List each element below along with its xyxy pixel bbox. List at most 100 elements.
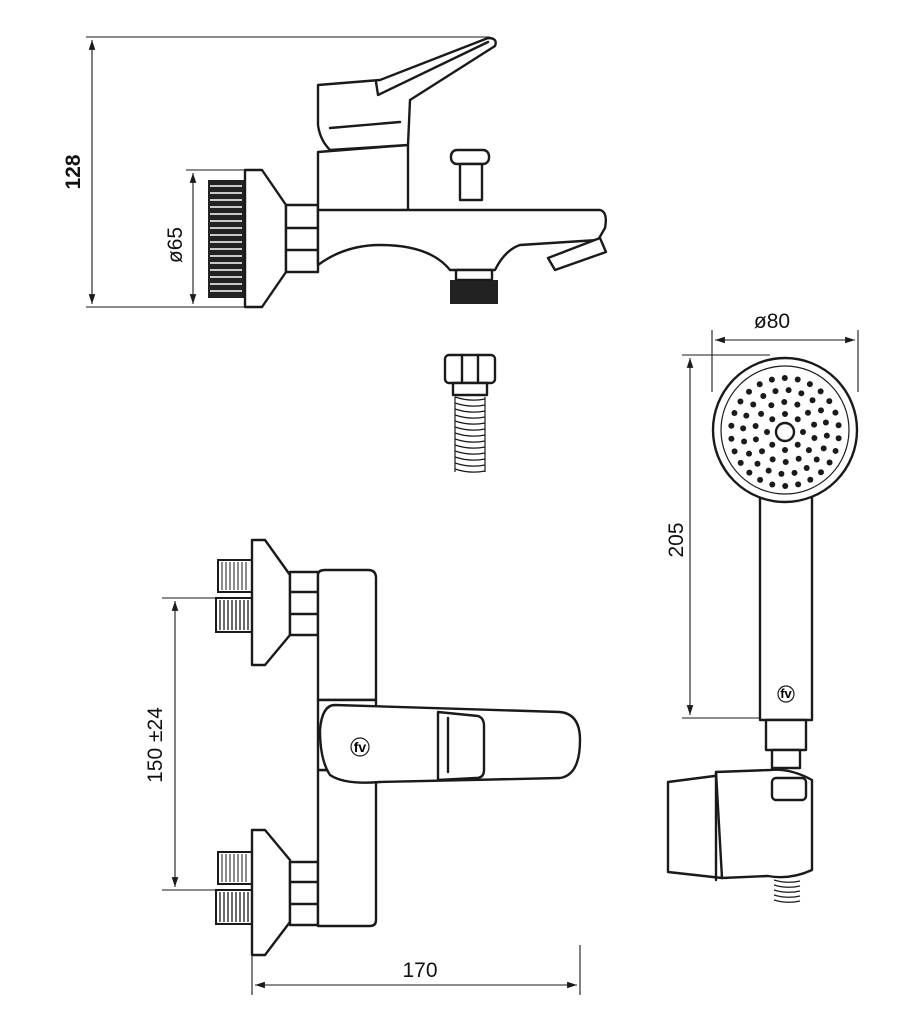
nozzle xyxy=(813,456,820,463)
lever-handle xyxy=(316,36,497,152)
eccentric-inner xyxy=(215,889,253,925)
lever-grip xyxy=(436,710,486,782)
nozzle xyxy=(754,460,761,467)
nozzle xyxy=(782,447,788,453)
nozzle xyxy=(805,447,812,454)
front-view-faucet: 150 ±24 170 fv xyxy=(144,538,582,995)
nozzle xyxy=(817,388,824,395)
hose-coil xyxy=(454,438,486,443)
nozzle xyxy=(826,398,833,405)
nozzle xyxy=(823,432,830,439)
nozzle xyxy=(826,459,833,466)
nozzle xyxy=(811,421,818,428)
eccentric-outer xyxy=(217,851,253,885)
height-label: 128 xyxy=(62,154,85,189)
nozzle xyxy=(768,402,775,409)
nozzle xyxy=(782,411,788,417)
hose-coil xyxy=(454,402,486,407)
nozzle xyxy=(791,469,798,476)
hose-coil xyxy=(454,426,486,431)
nozzle xyxy=(781,399,788,406)
nozzle xyxy=(781,375,788,382)
flange-upper xyxy=(250,538,292,667)
nut-upper xyxy=(288,570,320,637)
nozzle xyxy=(817,469,824,476)
diverter-knob xyxy=(449,148,491,166)
nozzle xyxy=(817,407,824,414)
inlet-spacing-label: 150 ±24 xyxy=(144,707,167,783)
hose-coil xyxy=(454,408,486,413)
side-view-faucet: 128 ø65 xyxy=(62,36,608,309)
nozzle xyxy=(832,409,839,416)
nozzle xyxy=(811,434,818,441)
nozzle xyxy=(782,482,789,489)
nozzle xyxy=(800,429,806,435)
hex-nut xyxy=(284,203,320,274)
hose-coil xyxy=(454,414,486,419)
nozzle xyxy=(764,429,770,435)
flange-diameter-label: ø65 xyxy=(164,227,187,263)
nozzle xyxy=(768,376,775,383)
nozzle xyxy=(756,381,763,388)
shower-diameter-label: ø80 xyxy=(754,310,790,333)
hose-coil xyxy=(454,396,486,401)
nozzle xyxy=(750,401,757,408)
nozzle xyxy=(731,410,738,417)
nozzle xyxy=(778,470,785,477)
nozzle xyxy=(785,387,792,394)
hose-coil xyxy=(773,899,801,903)
wall-holder xyxy=(666,773,724,880)
diverter-stem xyxy=(458,162,484,202)
hose-coil xyxy=(454,420,486,425)
width-label: 170 xyxy=(402,959,437,982)
nozzle xyxy=(794,441,801,448)
outlet-thread xyxy=(450,280,498,304)
wall-flange xyxy=(243,168,288,309)
hose-coil xyxy=(773,889,801,893)
nozzle xyxy=(809,397,816,404)
nozzle xyxy=(832,447,839,454)
nozzle xyxy=(758,410,765,417)
nozzle xyxy=(806,381,813,388)
nozzle xyxy=(728,435,735,442)
mixer-body xyxy=(316,143,410,214)
hose-nut xyxy=(443,353,497,385)
nozzle xyxy=(794,416,801,423)
nozzle xyxy=(795,481,802,488)
hose-coil xyxy=(454,450,486,455)
nozzle xyxy=(740,425,747,432)
eccentric-inner xyxy=(215,597,253,633)
nozzle xyxy=(737,459,744,466)
hose-coil xyxy=(454,456,486,461)
nozzle xyxy=(804,409,811,416)
hose-coil xyxy=(454,468,486,473)
nozzle xyxy=(807,476,814,483)
nozzle xyxy=(769,481,776,488)
nozzle xyxy=(737,398,744,405)
hose-coil xyxy=(773,894,801,898)
nozzle xyxy=(746,469,753,476)
nozzle xyxy=(782,458,789,465)
shower-connector xyxy=(764,718,808,752)
nozzle xyxy=(794,401,801,408)
nozzle xyxy=(794,376,801,383)
wall-thread xyxy=(208,180,244,298)
nozzle xyxy=(757,476,764,483)
nozzle xyxy=(759,448,766,455)
flange-lower xyxy=(250,828,292,957)
lever-logo: fv xyxy=(354,739,367,755)
nozzle xyxy=(746,388,753,395)
nozzle xyxy=(835,422,842,429)
nozzle xyxy=(760,393,767,400)
shower-length-label: 205 xyxy=(665,522,688,557)
hose-coil xyxy=(454,444,486,449)
nozzle xyxy=(752,436,759,443)
nozzle xyxy=(820,445,827,452)
body-lower xyxy=(316,768,378,928)
aerator xyxy=(546,236,608,272)
nozzle xyxy=(795,455,802,462)
hose-coil xyxy=(454,432,486,437)
nut-lower xyxy=(288,860,320,927)
